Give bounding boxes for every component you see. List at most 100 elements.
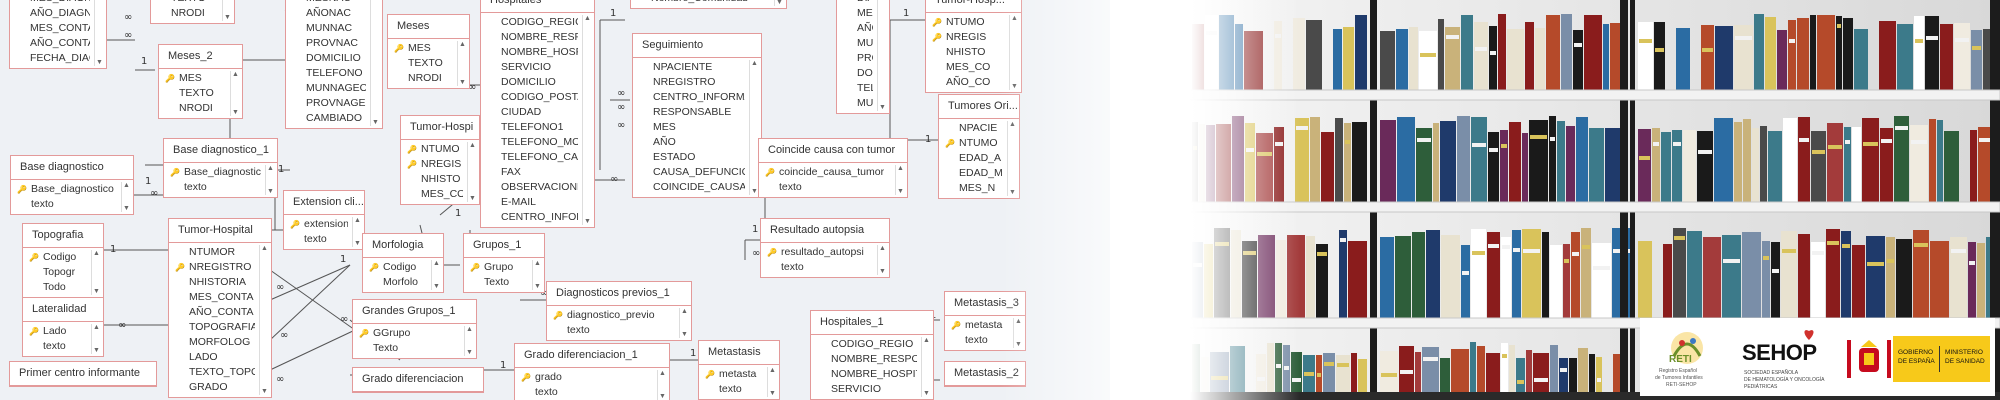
book-label-band	[1972, 46, 1981, 50]
book-spine	[1836, 16, 1842, 90]
book-spine	[1589, 128, 1604, 202]
schema-field: RESPONSABLE	[653, 106, 732, 118]
book-spine	[1925, 16, 1939, 90]
table-scrollbar	[749, 60, 759, 195]
book-label-band	[1582, 245, 1590, 249]
schema-field: MUNNAGEO	[306, 82, 366, 94]
book-spine	[1754, 14, 1764, 90]
book-spine	[1306, 236, 1315, 318]
table-scrollbar	[259, 245, 269, 395]
book-spine	[1477, 346, 1485, 392]
schema-key-field: metasta	[705, 367, 763, 382]
gobierno-line-1: GOBIERNO	[1898, 349, 1934, 356]
book-label-band	[1655, 48, 1664, 52]
table-scrollbar	[657, 370, 667, 400]
schema-table-title: Primer centro informante	[10, 362, 156, 386]
table-scrollbar	[222, 0, 232, 21]
schema-field: texto	[304, 233, 327, 245]
book-spine	[1546, 15, 1560, 90]
schema-table-title: Meses_2	[159, 45, 242, 69]
book-spine	[1461, 15, 1473, 90]
schema-field: AÑONA	[857, 22, 873, 34]
book-label-band	[1446, 35, 1459, 39]
schema-field: OBSERVACIONE	[501, 181, 578, 193]
schema-field: DOMICILIO	[306, 52, 361, 64]
book-spine	[1336, 355, 1350, 392]
book-spine	[1343, 27, 1354, 90]
table-scrollbar	[230, 71, 240, 116]
book-spine	[1811, 131, 1826, 202]
schema-table-title: Lateralidad	[23, 298, 103, 322]
schema-key-field: NTUMO	[407, 142, 463, 157]
book-label-band	[1337, 363, 1349, 367]
book-spine	[1760, 126, 1767, 202]
table-scrollbar	[467, 142, 477, 202]
schema-field: GRADO	[189, 381, 228, 393]
book-label-band	[1513, 248, 1520, 252]
book-spine	[1589, 354, 1595, 392]
book-label-band	[1340, 238, 1346, 242]
book-label-band	[1887, 259, 1894, 263]
schema-field: DOMICILIO	[501, 76, 556, 88]
book-spine	[1395, 236, 1411, 318]
svg-text:1: 1	[340, 254, 346, 265]
book-spine	[1703, 237, 1721, 318]
book-label-band	[1317, 252, 1327, 256]
svg-text:∞: ∞	[124, 30, 132, 41]
book-spine	[1561, 14, 1572, 90]
schema-field: DOMICI	[857, 67, 873, 79]
book-spine	[1474, 22, 1488, 90]
book-spine	[1352, 122, 1367, 202]
book-spine	[1914, 16, 1924, 90]
book-spine	[1533, 353, 1549, 392]
schema-table-fields: CODIGO_REGIONOMBRE_RESPONOMBRE_HOSPISERV…	[481, 13, 594, 227]
book-spine	[1412, 232, 1425, 318]
sehop-logo: SEHOP SOCIEDAD ESPAÑOLA DE HEMATOLOGÍA Y…	[1734, 326, 1849, 392]
book-spine	[1672, 130, 1682, 202]
ministerio-line-1: MINISTERIO	[1945, 349, 1983, 356]
book-label-band	[1550, 137, 1555, 141]
schema-field: AÑONAC	[306, 7, 351, 19]
book-spine	[1783, 118, 1797, 202]
book-spine	[1937, 120, 1943, 202]
schema-field: PROVNAGEO	[306, 97, 366, 109]
schema-key-field: NTUMO	[945, 136, 1003, 151]
book-spine	[1573, 30, 1583, 90]
schema-table-title: Coincide causa con tumor	[759, 139, 907, 163]
book-label-band	[1702, 48, 1713, 52]
book-label-band	[1502, 354, 1507, 358]
book-spine	[1399, 346, 1414, 392]
schema-key-field: MES	[394, 41, 453, 56]
schema-field: texto	[567, 324, 590, 336]
book-spine	[1500, 130, 1508, 202]
book-spine	[1676, 28, 1690, 90]
svg-text:∞: ∞	[468, 82, 476, 93]
book-spine	[1742, 232, 1761, 318]
schema-field: AÑO_CONTA	[189, 306, 254, 318]
book-spine	[1509, 122, 1521, 202]
schema-key-field: extension	[290, 217, 348, 232]
schema-field: CENTRO_INFORMA	[653, 91, 745, 103]
book-label-band	[1400, 370, 1413, 374]
schema-table-t19: MorfologiaCodigoMorfolo	[362, 233, 444, 293]
table-scrollbar	[532, 260, 542, 290]
book-label-band	[1472, 251, 1485, 255]
book-spine	[1886, 237, 1895, 318]
schema-table-title: Grado diferenciacion	[353, 368, 483, 392]
book-spine	[1507, 29, 1524, 90]
book-spine	[1944, 131, 1959, 202]
svg-text:1: 1	[500, 360, 506, 371]
schema-field: Texto	[373, 342, 399, 354]
table-scrollbar	[457, 41, 467, 86]
reti-name: RETI	[1669, 354, 1692, 365]
book-label-band	[1653, 142, 1659, 146]
table-scrollbar	[679, 308, 689, 338]
schema-table-title: Meses	[388, 15, 469, 39]
book-spine	[1306, 20, 1322, 90]
schema-field: texto	[43, 340, 66, 352]
book-spine	[1652, 128, 1660, 202]
